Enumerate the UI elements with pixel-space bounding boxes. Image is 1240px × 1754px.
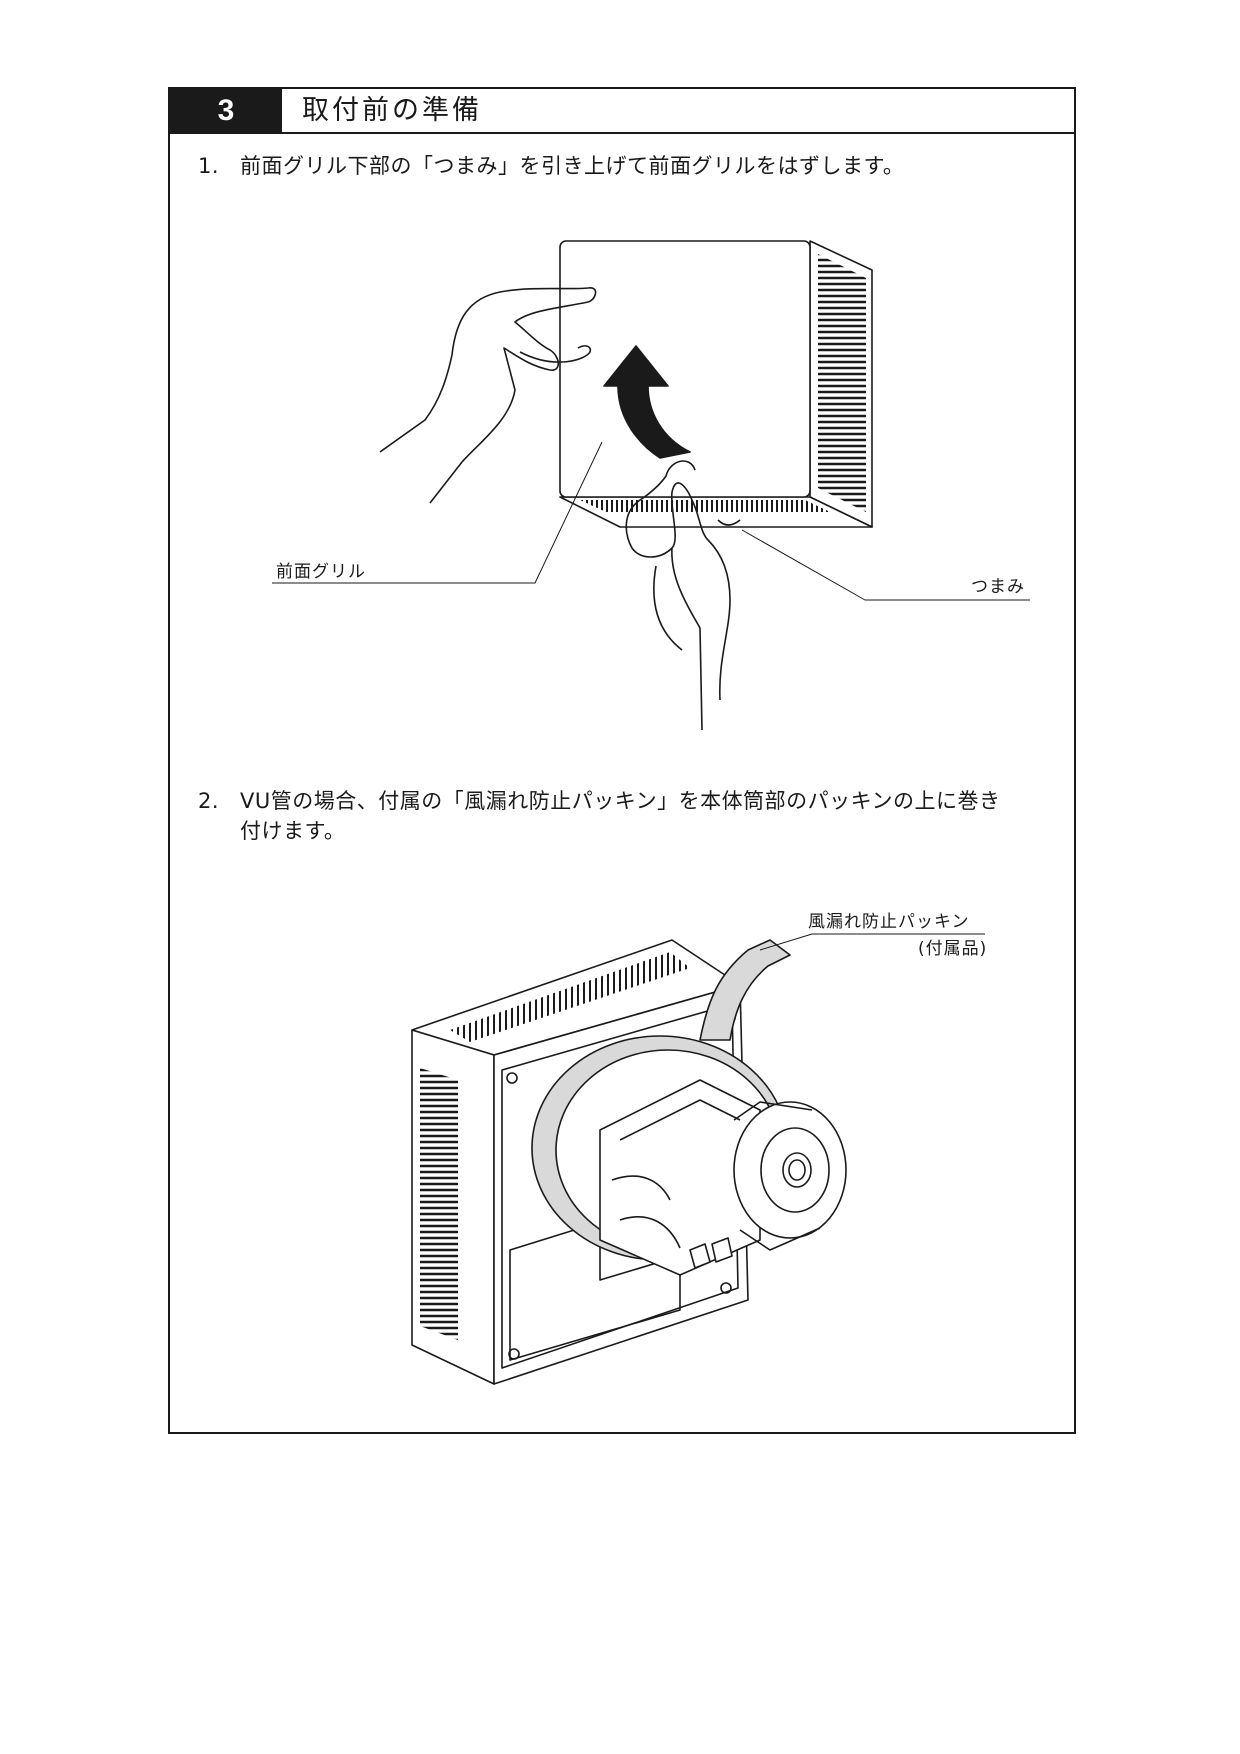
motor-body (733, 1101, 847, 1239)
unit-top-vents (450, 952, 690, 1042)
section-number: 3 (217, 94, 235, 127)
figure-packing-wrap (411, 933, 985, 1385)
packing-leader-line (759, 933, 985, 951)
label-packing: 風漏れ防止パッキン (808, 912, 970, 932)
motor-shaft (782, 1152, 812, 1188)
step-2-text-line1: VU管の場合、付属の「風漏れ防止パッキン」を本体筒部のパッキンの上に巻き (240, 789, 1001, 813)
label-knob: つまみ (971, 577, 1025, 597)
grille-leader-line (272, 441, 603, 584)
front-grille (559, 240, 811, 498)
section-header: 3 取付前の準備 (170, 89, 1074, 134)
lift-arrow-icon (603, 345, 691, 459)
step-1-text: 前面グリル下部の「つまみ」を引き上げて前面グリルをはずします。 (240, 154, 905, 178)
step-1: 1. 前面グリル下部の「つまみ」を引き上げて前面グリルをはずします。 (198, 151, 904, 181)
fan-housing (599, 1079, 761, 1276)
unit-bottom-vents (580, 500, 830, 512)
knob-leader-line (741, 529, 1030, 601)
step-2-number: 2. (198, 789, 220, 813)
unit-left-vents (420, 1068, 458, 1340)
figure-grille-removal (272, 240, 1030, 731)
knob-icon (717, 519, 741, 526)
section-frame: 3 取付前の準備 (168, 87, 1076, 1434)
unit-side-vents (818, 254, 866, 512)
right-hand (625, 460, 731, 731)
step-1-number: 1. (198, 154, 220, 178)
left-hand (379, 287, 597, 504)
section-number-box: 3 (170, 89, 282, 132)
step-2-text-line2: 付けます。 (240, 819, 346, 843)
label-accessory: (付属品) (918, 939, 988, 959)
step-2: 2. VU管の場合、付属の「風漏れ防止パッキン」を本体筒部のパッキンの上に巻き 付… (198, 786, 1000, 846)
label-front-grille: 前面グリル (276, 562, 366, 582)
packing-strip (699, 939, 791, 1041)
section-title: 取付前の準備 (302, 95, 482, 126)
